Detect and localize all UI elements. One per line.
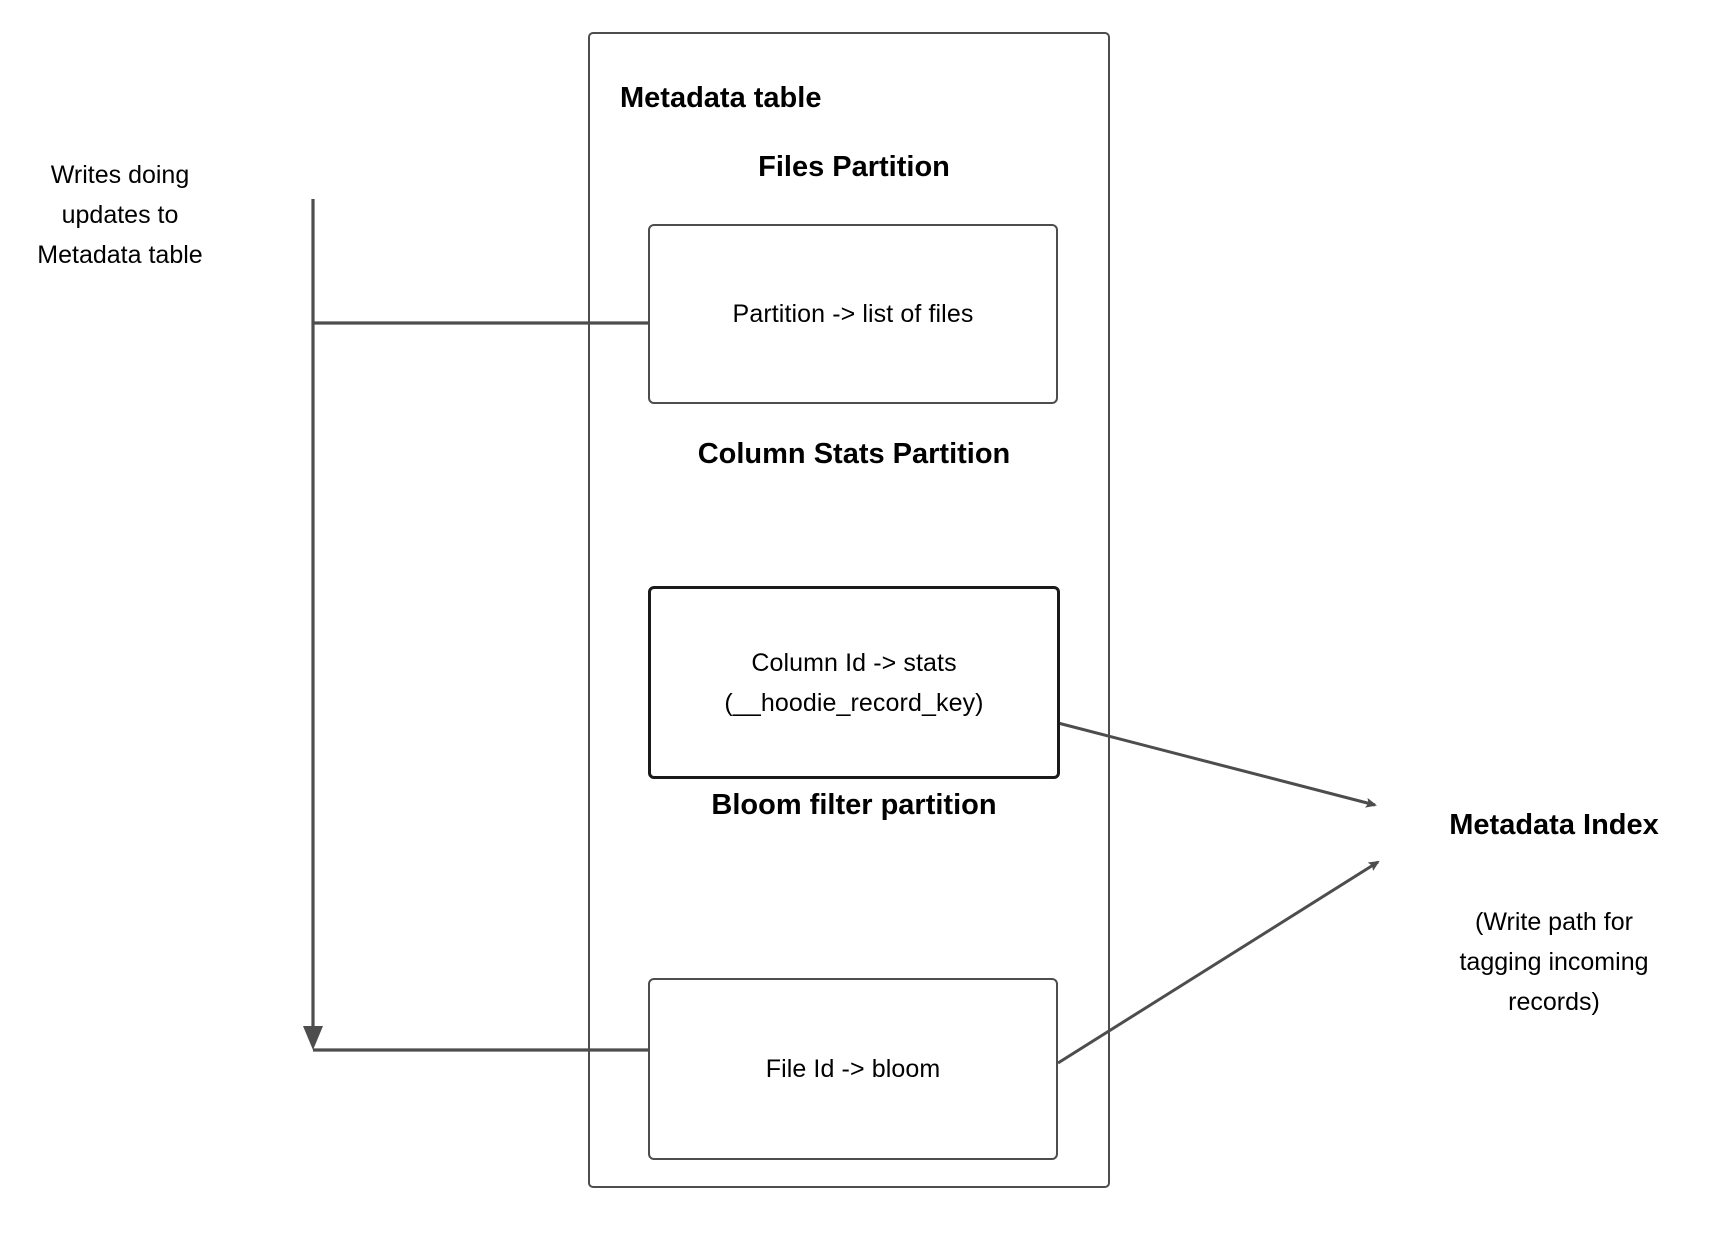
bloom-filter-partition-box[interactable]: File Id -> bloom bbox=[648, 978, 1058, 1160]
metadata-index-title: Metadata Index bbox=[1449, 809, 1659, 841]
column-stats-partition-box-text: Column Id -> stats (__hoodie_record_key) bbox=[724, 648, 984, 717]
metadata-table-container bbox=[588, 32, 1110, 1188]
bloom-filter-partition-heading: Bloom filter partition bbox=[711, 789, 997, 821]
writes-label: Writes doing updates to Metadata table bbox=[37, 161, 203, 269]
metadata-table-title: Metadata table bbox=[620, 82, 822, 114]
connector-writes-trunk bbox=[303, 199, 323, 1050]
metadata-index-subtitle: (Write path for tagging incoming records… bbox=[1459, 908, 1649, 1016]
files-partition-box[interactable]: Partition -> list of files bbox=[648, 224, 1058, 404]
column-stats-partition-box[interactable]: Column Id -> stats (__hoodie_record_key) bbox=[648, 586, 1060, 779]
bloom-filter-partition-box-text: File Id -> bloom bbox=[765, 1055, 941, 1083]
column-stats-partition-heading: Column Stats Partition bbox=[697, 438, 1011, 470]
files-partition-box-text: Partition -> list of files bbox=[732, 300, 974, 328]
files-partition-heading: Files Partition bbox=[758, 151, 950, 183]
